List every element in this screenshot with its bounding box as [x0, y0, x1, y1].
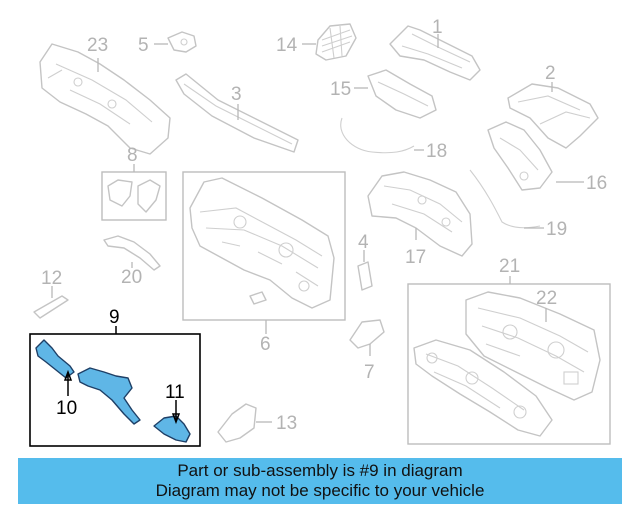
callout-5: 5	[138, 35, 149, 56]
callout-6: 6	[260, 334, 271, 355]
callout-15: 15	[330, 79, 351, 100]
callout-18: 18	[426, 141, 447, 162]
part-14-grille	[302, 23, 357, 61]
callout-11: 11	[165, 382, 185, 403]
callout-2: 2	[545, 63, 556, 84]
callout-21: 21	[499, 256, 520, 277]
part-21-box	[407, 283, 611, 445]
callout-16: 16	[586, 173, 607, 194]
callout-3: 3	[231, 84, 242, 105]
part-16-bracket	[487, 121, 584, 191]
part-21-insulators	[413, 291, 601, 437]
part-1-cowl-top	[389, 25, 481, 81]
part-23-dash-panel	[39, 43, 171, 155]
part-6-dash-panel	[189, 177, 335, 334]
part-12-strip	[33, 286, 69, 319]
part-15-reinforcement	[354, 69, 437, 119]
callout-17: 17	[405, 247, 426, 268]
banner-line-2: Diagram may not be specific to your vehi…	[155, 481, 485, 500]
callout-4: 4	[358, 232, 369, 253]
part-9-box	[29, 333, 201, 447]
callout-7: 7	[364, 362, 375, 383]
part-9-highlighted-assembly	[35, 339, 191, 443]
info-banner: Part or sub-assembly is #9 in diagram Di…	[18, 458, 622, 504]
callout-13: 13	[276, 413, 297, 434]
part-19-wire	[469, 169, 544, 229]
part-7-bracket	[349, 319, 385, 356]
part-17-side-panel	[367, 171, 473, 257]
part-6-box	[182, 171, 346, 321]
callout-19: 19	[546, 219, 567, 240]
part-5-bracket	[154, 31, 197, 53]
part-13-bracket	[217, 403, 272, 443]
callout-1: 1	[432, 17, 443, 38]
callout-12: 12	[41, 268, 62, 289]
callout-10: 10	[56, 398, 77, 419]
part-8-brackets	[107, 179, 161, 213]
part-3-cowl-strip	[175, 73, 299, 153]
callout-22: 22	[536, 288, 557, 309]
callout-23: 23	[87, 35, 108, 56]
parts-diagram: 23 5 14 1 2 3 15	[29, 17, 611, 447]
callout-8: 8	[127, 145, 138, 166]
part-18-wire	[340, 117, 424, 154]
callout-20: 20	[121, 267, 142, 288]
part-2-cowl-panel	[507, 82, 599, 149]
callout-14: 14	[276, 35, 298, 56]
part-4-clip	[357, 250, 373, 291]
callout-9: 9	[109, 307, 120, 328]
part-20-bracket	[103, 235, 161, 271]
banner-line-1: Part or sub-assembly is #9 in diagram	[177, 461, 463, 480]
